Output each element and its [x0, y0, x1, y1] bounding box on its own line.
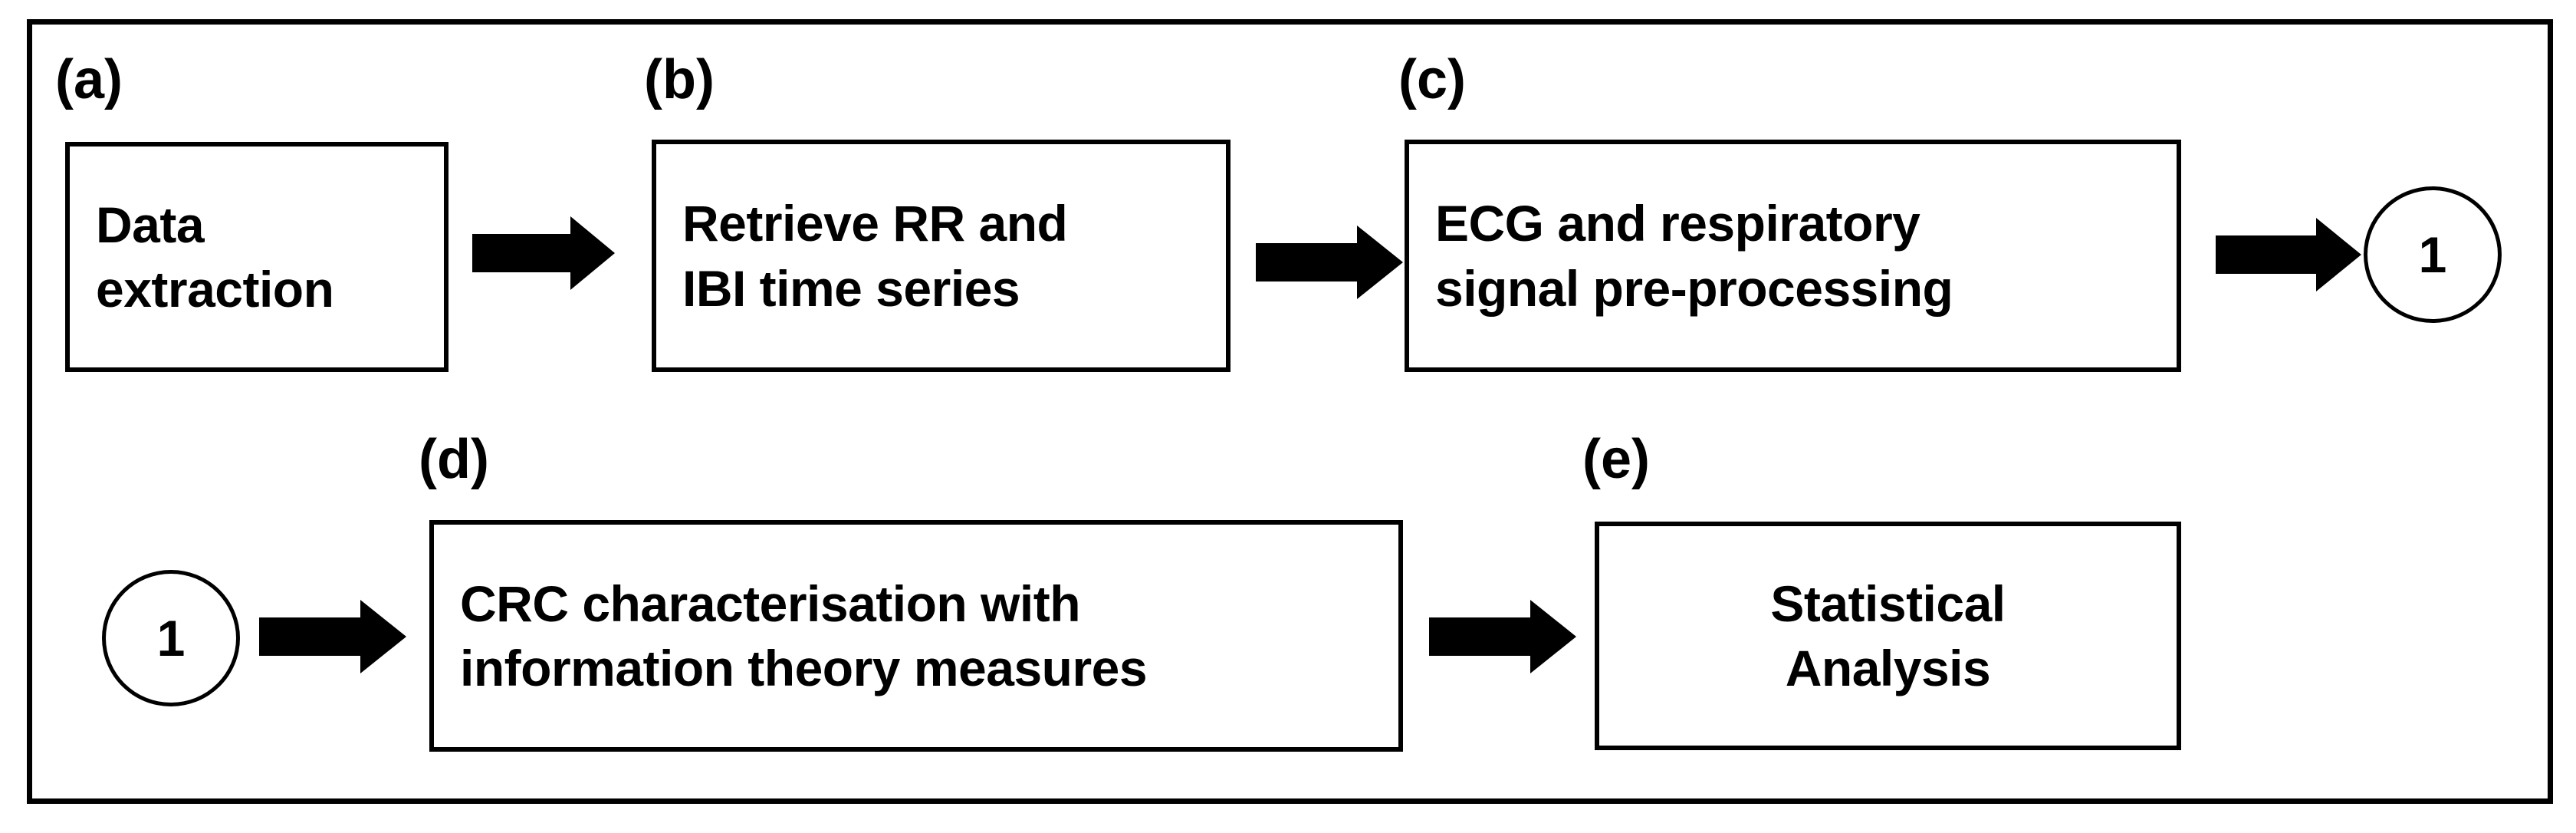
process-box-a-line-1: Data: [96, 196, 205, 253]
panel-label-b: (b): [644, 49, 715, 110]
panel-label-a: (a): [55, 49, 123, 110]
right-block-arrow-icon-c-to-connector: [2216, 218, 2361, 291]
connector-circle-top: 1: [2364, 186, 2502, 323]
right-block-arrow-icon-d-to-e: [1429, 600, 1576, 673]
connector-circle-bottom: 1: [102, 570, 240, 706]
process-box-c-line-2: signal pre-processing: [1435, 259, 1953, 317]
right-block-arrow-icon-b-to-c: [1256, 226, 1403, 299]
right-block-arrow-icon-a-to-b: [472, 216, 615, 290]
process-box-b-line-1: Retrieve RR and: [682, 195, 1068, 252]
connector-circle-top-label: 1: [2418, 226, 2447, 283]
process-box-a-line-2: extraction: [96, 261, 334, 318]
connector-circle-bottom-label: 1: [156, 610, 186, 667]
process-box-d[interactable]: CRC characterisation with information th…: [429, 520, 1403, 752]
process-box-c-line-1: ECG and respiratory: [1435, 195, 1921, 252]
panel-label-c: (c): [1398, 49, 1466, 110]
process-box-e[interactable]: Statistical Analysis: [1595, 522, 2181, 750]
process-box-b-line-2: IBI time series: [682, 259, 1020, 317]
process-box-c[interactable]: ECG and respiratory signal pre-processin…: [1405, 140, 2181, 372]
process-box-d-line-2: information theory measures: [460, 640, 1148, 696]
right-block-arrow-icon-connector-to-d: [259, 600, 406, 673]
process-box-e-line-1: Statistical: [1770, 575, 2006, 632]
process-box-e-line-2: Analysis: [1785, 640, 1991, 696]
panel-label-e: (e): [1582, 429, 1650, 490]
process-box-b[interactable]: Retrieve RR and IBI time series: [652, 140, 1230, 372]
process-box-d-line-1: CRC characterisation with: [460, 575, 1081, 632]
panel-label-d: (d): [419, 429, 489, 490]
process-box-a[interactable]: Data extraction: [65, 142, 449, 372]
